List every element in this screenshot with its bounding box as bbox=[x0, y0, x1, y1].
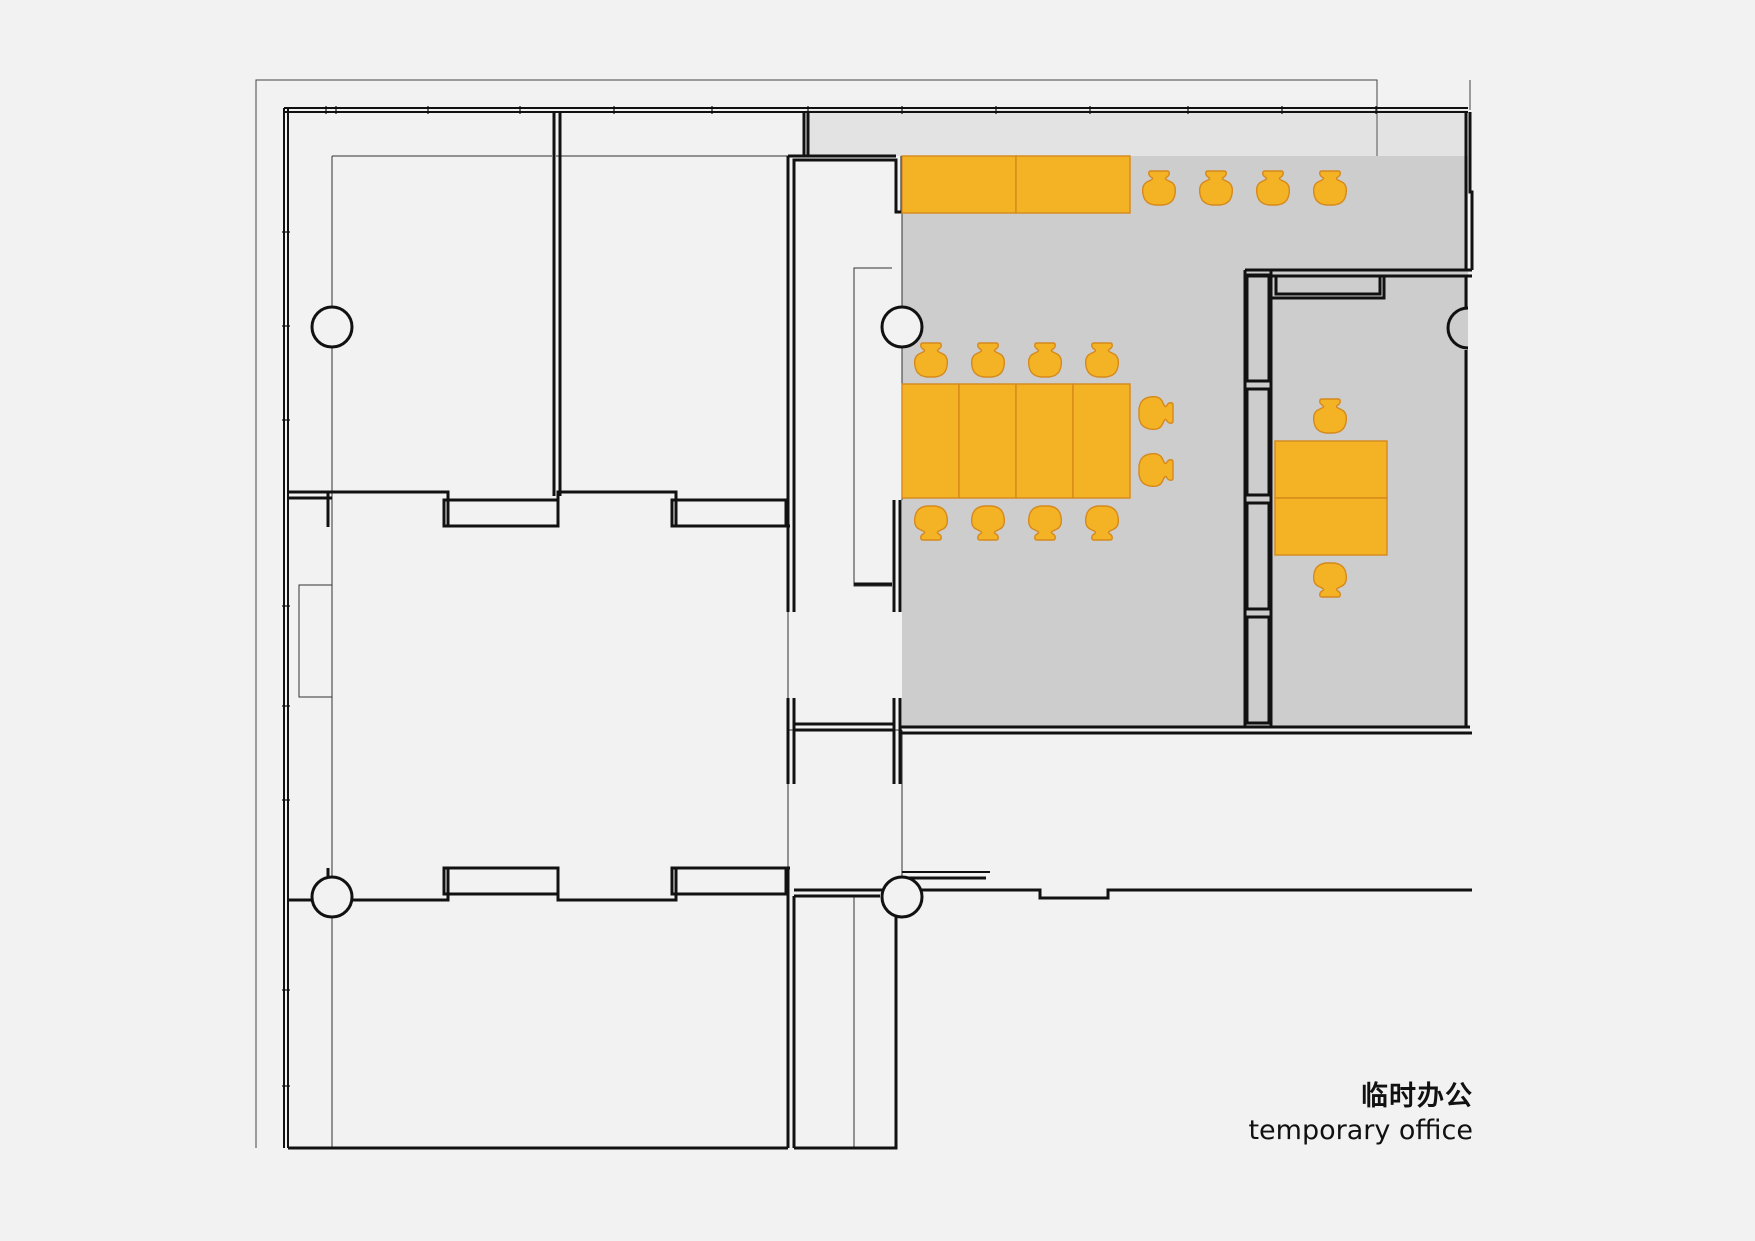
thin-lines bbox=[298, 155, 903, 1148]
column-icon bbox=[310, 875, 354, 919]
column-icon bbox=[1446, 306, 1469, 350]
desk-icon bbox=[1274, 440, 1388, 499]
corridor-strip bbox=[806, 110, 1468, 156]
walls bbox=[288, 112, 1474, 1150]
outer-outline bbox=[255, 79, 1471, 1148]
column-icon bbox=[310, 305, 354, 349]
column-icon bbox=[880, 875, 924, 919]
desk-icon bbox=[1274, 497, 1388, 556]
caption-chinese: 临时办公 bbox=[1361, 1081, 1473, 1112]
plan-caption: 临时办公 temporary office bbox=[1248, 1080, 1473, 1148]
columns bbox=[310, 305, 1469, 919]
desk-icon bbox=[1015, 383, 1074, 499]
desk-icon bbox=[1072, 383, 1131, 499]
desk-icon bbox=[1015, 155, 1131, 214]
office-floor bbox=[902, 156, 1468, 727]
tables bbox=[901, 155, 1388, 556]
desk-icon bbox=[901, 383, 960, 499]
column-icon bbox=[880, 305, 924, 349]
caption-english: temporary office bbox=[1248, 1115, 1473, 1146]
desk-icon bbox=[901, 155, 1017, 214]
facade-windows bbox=[282, 106, 1468, 1148]
desk-icon bbox=[958, 383, 1017, 499]
